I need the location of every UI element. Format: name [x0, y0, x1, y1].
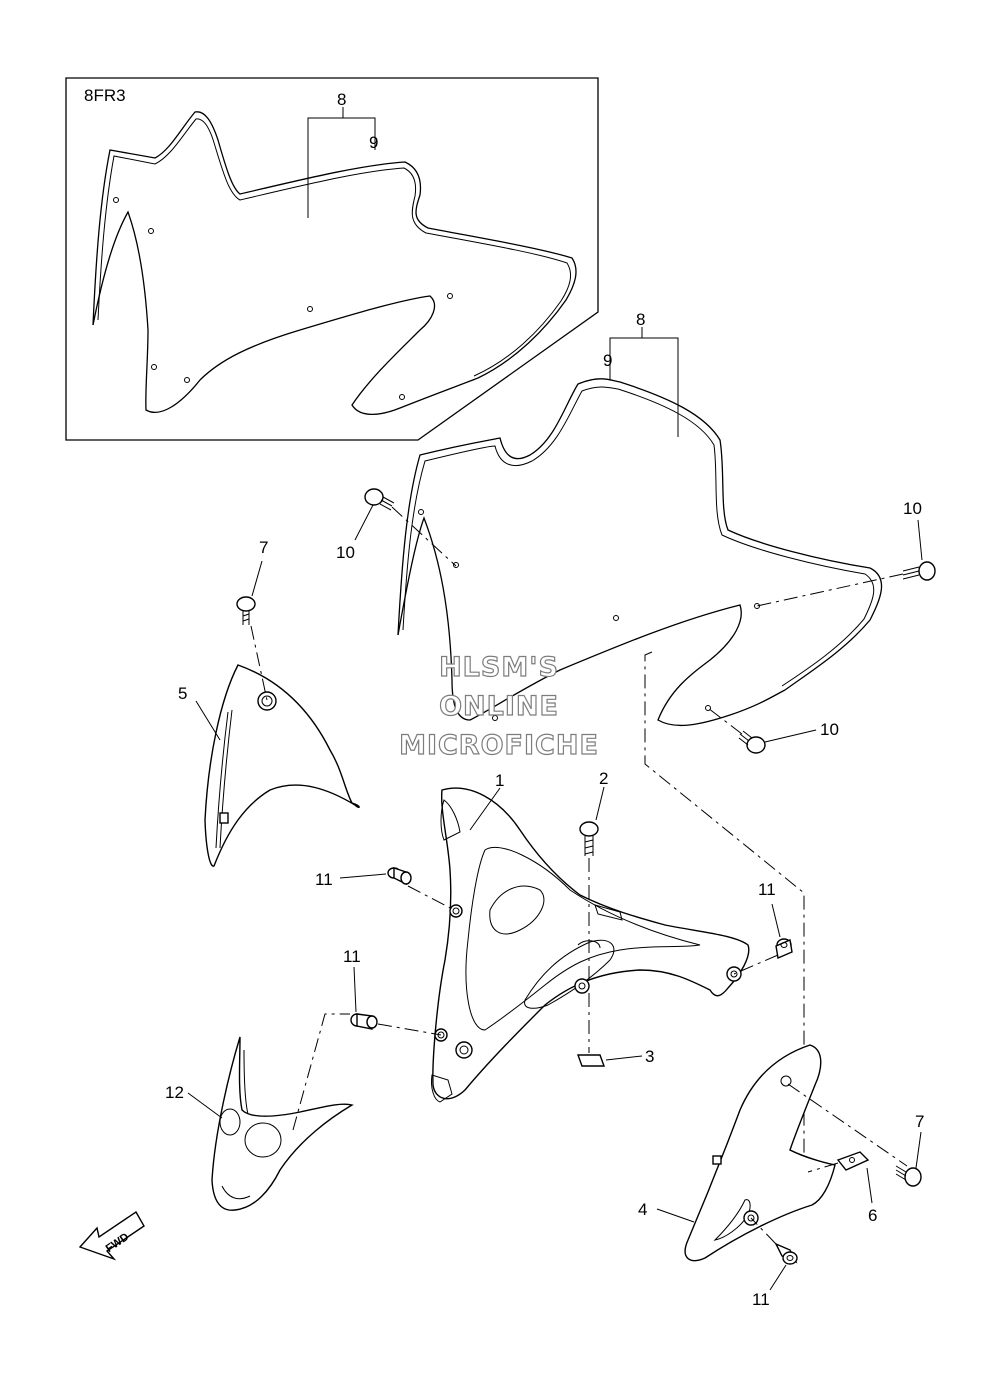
- callout-9-main: 9: [603, 351, 612, 370]
- callout-11-c: 11: [343, 947, 361, 966]
- callout-8-inset: 8: [337, 90, 346, 109]
- screw-10-lower: 10: [707, 707, 839, 754]
- inset-variant-box: 8FR3 8 9: [65, 77, 599, 441]
- watermark-line-3: MICROFICHE: [399, 730, 599, 761]
- collar-11-right: 11: [733, 880, 793, 975]
- collar-11-left: 11: [343, 947, 442, 1036]
- callout-2: 2: [599, 769, 608, 788]
- collar-11-lower: 11: [750, 1217, 798, 1309]
- callout-4: 4: [638, 1200, 647, 1219]
- collar-11-upper-left: 11: [315, 867, 457, 912]
- callout-6: 6: [868, 1206, 877, 1225]
- watermark-line-1: HLSM'S: [439, 652, 559, 683]
- callout-11-a: 11: [315, 870, 333, 889]
- callout-10-left: 10: [336, 543, 355, 562]
- callout-9-inset: 9: [369, 133, 378, 152]
- screw-7-lower: 7: [895, 1112, 924, 1187]
- clip-6: 6: [807, 1151, 877, 1225]
- callout-5: 5: [178, 684, 187, 703]
- callout-10-right: 10: [903, 499, 922, 518]
- callout-12: 12: [165, 1083, 184, 1102]
- nut-3: 3: [577, 1047, 654, 1067]
- callout-7-top: 7: [259, 538, 268, 557]
- part-12-lower-panel: [211, 1013, 354, 1211]
- watermark-line-2: ONLINE: [439, 691, 559, 722]
- watermark: HLSM'S ONLINE MICROFICHE: [398, 651, 599, 761]
- fwd-arrow-icon: FWD: [78, 1210, 145, 1261]
- callout-3: 3: [645, 1047, 654, 1066]
- callout-11-b: 11: [758, 880, 776, 899]
- part-5-inner-panel: [204, 664, 360, 867]
- callout-8-main: 8: [636, 310, 645, 329]
- screw-10-right: 10: [756, 499, 936, 607]
- screw-2: 2: [579, 769, 608, 1053]
- screw-10-left: 10: [336, 488, 457, 567]
- callout-10-lower: 10: [820, 720, 839, 739]
- callout-1: 1: [495, 771, 504, 790]
- windscreen: [397, 378, 883, 727]
- part-1-cowling: [431, 787, 750, 1103]
- inset-label: 8FR3: [84, 86, 126, 105]
- callout-7-lower: 7: [915, 1112, 924, 1131]
- part-4-lower-panel: [684, 1044, 908, 1262]
- callout-11-d: 11: [752, 1290, 770, 1309]
- screw-7-top: 7: [236, 538, 268, 701]
- inset-windscreen: [92, 111, 577, 416]
